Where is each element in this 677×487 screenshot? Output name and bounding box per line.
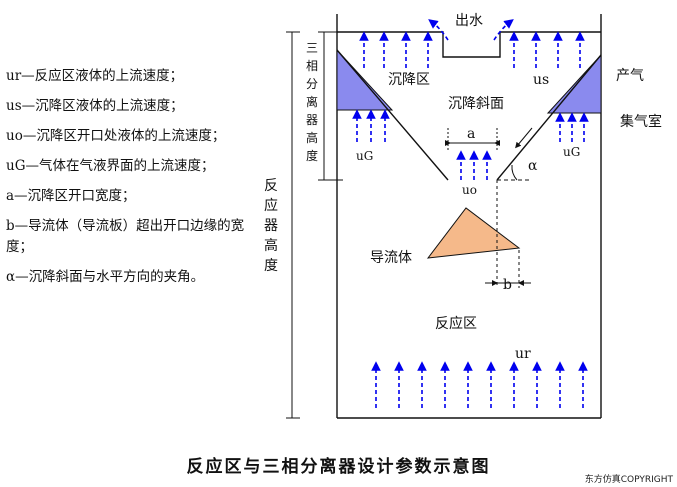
vertical-label-char: 相	[306, 59, 318, 73]
legend-item-b: b—导流体（导流板）超出开口边缘的宽度；	[6, 218, 245, 255]
vertical-label-char: 度	[264, 258, 278, 274]
dimension-lines	[286, 31, 531, 419]
vertical-label-char: 高	[306, 130, 318, 145]
vertical-label-char: 分	[306, 77, 318, 91]
b-label: b	[503, 277, 512, 293]
legend: ur—反应区液体的上流速度； us—沉降区液体的上流速度； uo—沉降区开口处液…	[6, 66, 251, 297]
settling-slopes	[336, 49, 602, 181]
copyright-notice: 东方仿真COPYRIGHT	[584, 475, 673, 485]
legend-item-a: a—沉降区开口宽度；	[6, 188, 136, 204]
legend-item-ug: uG—气体在气液界面的上流速度；	[6, 158, 215, 174]
vertical-label-char: 度	[306, 148, 318, 163]
vertical-label-char: 离	[306, 94, 318, 109]
flow-arrows	[352, 19, 589, 408]
ug-left-label: uG	[356, 149, 373, 163]
gas-production-label: 产气	[616, 68, 644, 84]
vertical-label-char: 器	[264, 218, 278, 234]
legend-item-uo: uo—沉降区开口处液体的上流速度；	[6, 128, 226, 144]
slope-pointer	[515, 127, 533, 149]
legend-item-ur: ur—反应区液体的上流速度；	[6, 68, 184, 84]
settling-slope-label: 沉降斜面	[448, 96, 504, 112]
legend-item-alpha: α—沉降斜面与水平方向的夹角。	[6, 269, 205, 285]
gas-chamber-label: 集气室	[620, 113, 662, 130]
a-label: a	[467, 126, 475, 142]
deflector	[426, 207, 521, 259]
ur-label: ur	[515, 346, 531, 362]
diagram-caption: 反应区与三相分离器设计参数示意图	[186, 457, 491, 477]
uo-label: uo	[462, 183, 477, 197]
deflector-label: 导流体	[370, 250, 412, 266]
settling-zone-label: 沉降区	[388, 72, 430, 88]
vertical-label-char: 反	[264, 178, 278, 194]
vertical-label-char: 三	[306, 41, 318, 55]
us-label: us	[533, 72, 549, 88]
reaction-zone-label: 反应区	[435, 315, 477, 332]
gas-chamber-left	[336, 48, 394, 111]
outlet-label: 出水	[455, 13, 483, 29]
alpha-label: α	[528, 158, 538, 174]
vertical-label-char: 器	[306, 113, 318, 127]
legend-item-us: us—沉降区液体的上流速度；	[6, 98, 184, 114]
vertical-label-char: 高	[264, 237, 278, 254]
ug-right-label: uG	[563, 145, 580, 159]
vertical-label-char: 应	[264, 197, 278, 214]
